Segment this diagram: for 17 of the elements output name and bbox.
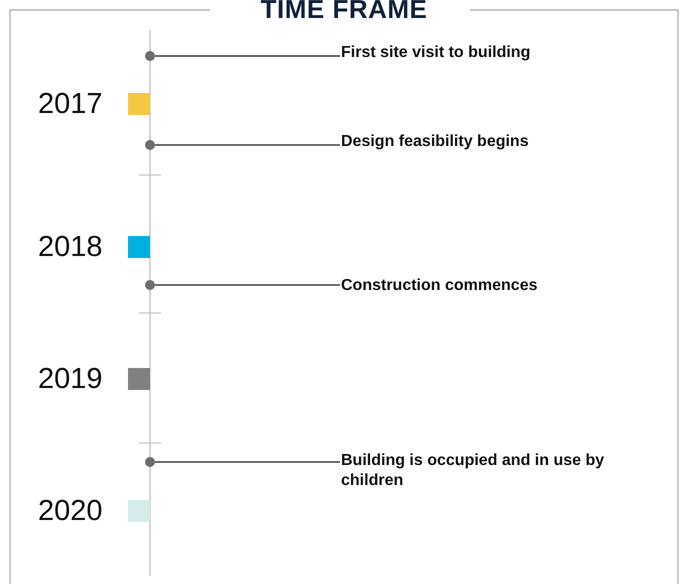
event-text: Building is occupied and in use by children (341, 451, 651, 491)
leader-line (155, 461, 340, 463)
title: TIME FRAME (260, 0, 428, 24)
leader-line (155, 144, 340, 146)
event-text: Design feasibility begins (341, 132, 651, 152)
year-label: 2017 (38, 88, 103, 120)
timeline-dot (145, 457, 155, 467)
timeline-dot (145, 280, 155, 290)
leader-line (155, 284, 340, 286)
event-text: Construction commences (341, 276, 651, 296)
timeline-dot (145, 140, 155, 150)
year-label: 2019 (38, 363, 103, 395)
event-text: First site visit to building (341, 43, 651, 63)
leader-line (155, 55, 340, 57)
year-label: 2018 (38, 231, 103, 263)
year-label: 2020 (38, 495, 103, 527)
timeline-dot (145, 51, 155, 61)
